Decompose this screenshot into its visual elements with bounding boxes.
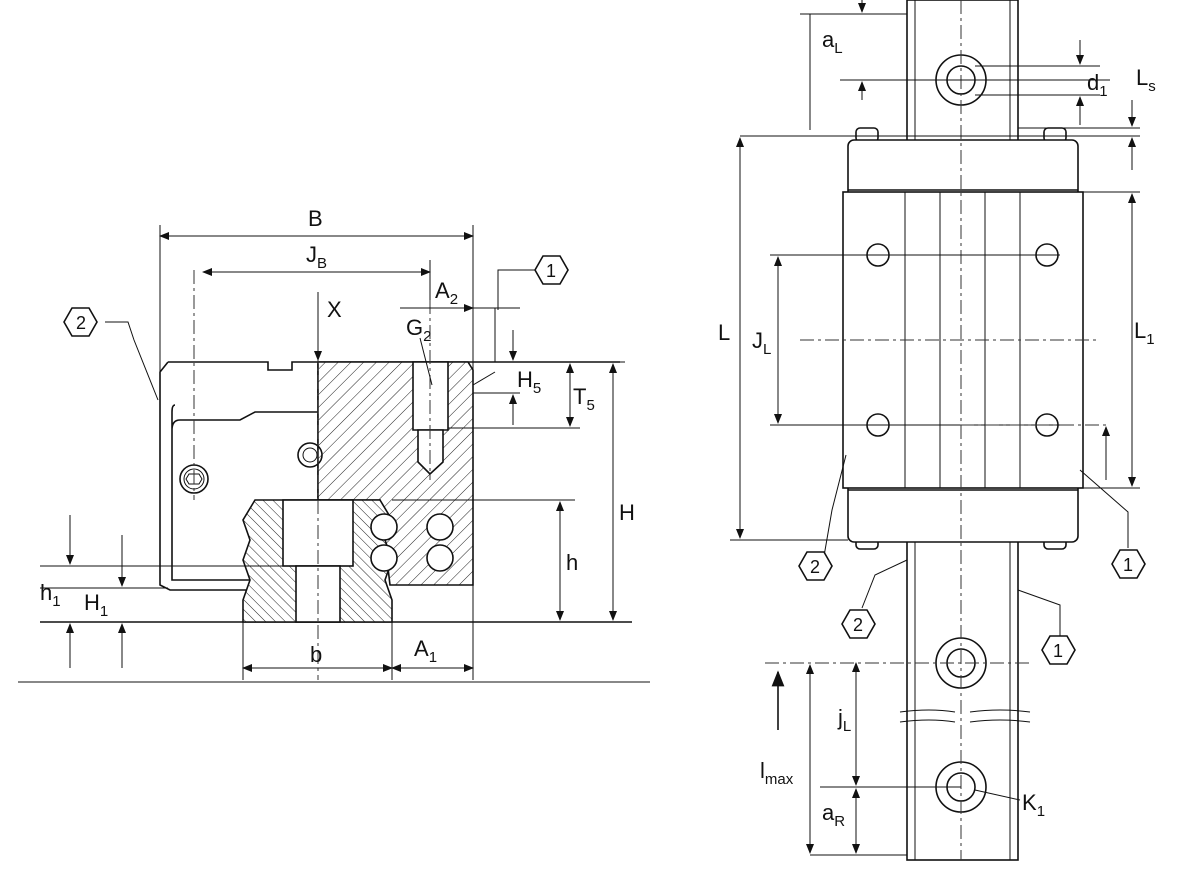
callout-1b: 1	[1041, 635, 1076, 665]
cross-section-view: B JB A2 X G2 H5 T5 H h h1 H1 b A1 1 2	[18, 206, 650, 683]
top-view: aL d1 Ls L JL L1 jL lmax aR K1 2 1 2 1	[718, 0, 1156, 861]
dim-JL: JL	[752, 328, 771, 358]
dim-H: H	[619, 500, 635, 525]
dimensions	[40, 225, 625, 680]
dim-aR: aR	[822, 800, 845, 830]
callout-2b: 2	[841, 609, 876, 639]
callout-1: 1	[534, 255, 569, 285]
dim-A2: A2	[435, 278, 458, 308]
dim-b: b	[310, 642, 322, 667]
svg-text:1: 1	[546, 261, 556, 281]
callout-1a: 1	[1111, 549, 1146, 579]
dim-L1: L1	[1134, 318, 1155, 348]
ball-bearings	[370, 513, 454, 572]
callout-2a: 2	[798, 551, 833, 581]
end-cap-outline	[171, 404, 318, 581]
dim-H1: H1	[84, 590, 108, 620]
dim-h1: h1	[40, 580, 61, 610]
dim-jL: jL	[837, 705, 851, 735]
dim-d1: d1	[1087, 70, 1108, 100]
svg-text:2: 2	[76, 313, 86, 333]
dim-A1: A1	[414, 636, 437, 666]
dim-L: L	[718, 320, 730, 345]
dim-lmax: lmax	[760, 758, 794, 788]
callout-2: 2	[63, 307, 98, 337]
dim-h: h	[566, 550, 578, 575]
lube-nipple-icon	[297, 442, 323, 468]
dim-JB: JB	[306, 242, 327, 272]
dim-aL: aL	[822, 27, 843, 57]
svg-text:2: 2	[810, 557, 820, 577]
dim-H5: H5	[517, 367, 541, 397]
svg-text:1: 1	[1123, 555, 1133, 575]
dim-K1: K1	[1022, 790, 1045, 820]
svg-text:2: 2	[853, 615, 863, 635]
svg-text:1: 1	[1053, 641, 1063, 661]
dimensions-right	[730, 0, 1140, 856]
dim-Ls: Ls	[1136, 65, 1156, 95]
dim-G2: G2	[406, 315, 431, 345]
dim-B: B	[308, 206, 323, 231]
label-X: X	[327, 297, 342, 322]
dim-T5: T5	[573, 384, 595, 414]
